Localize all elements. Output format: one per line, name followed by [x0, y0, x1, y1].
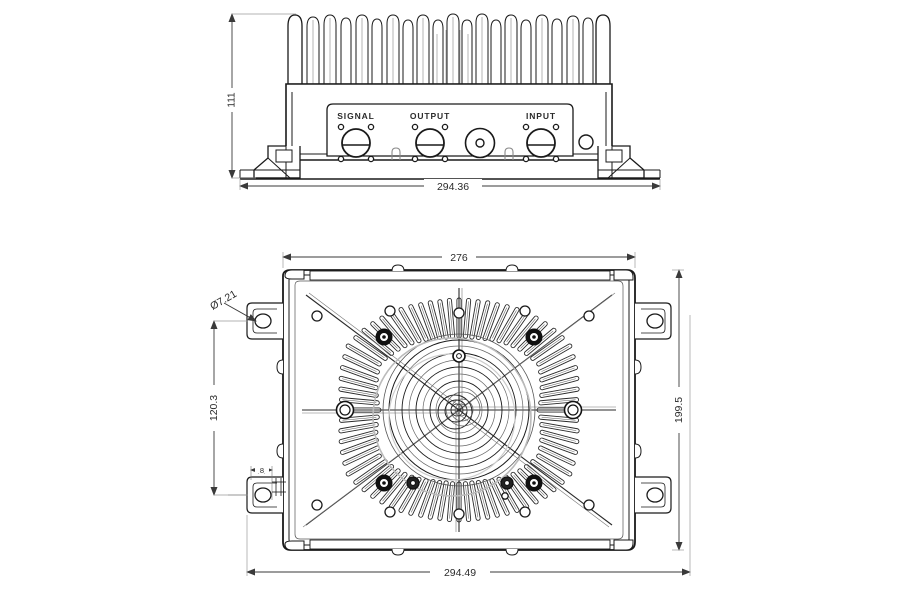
dim-label-bottom-right-height: 199.5 — [673, 397, 685, 423]
bottom-screw-bosses — [311, 305, 595, 520]
mount-tab-bottom-right — [635, 476, 672, 514]
front-connector-ports: SIGNAL OUTPUT — [337, 111, 594, 163]
dim-label-bottom-bottom-width: 294.49 — [444, 567, 476, 579]
dim-front-width: 294.36 — [239, 179, 661, 193]
front-mount-foot-right — [597, 145, 661, 179]
dim-front-height: 111 — [224, 13, 296, 179]
front-body-housing — [285, 83, 613, 161]
dim-bottom-right-height: 199.5 — [671, 269, 687, 551]
port-output: OUTPUT — [410, 111, 450, 163]
dim-bottom-bottom-width: 294.49 — [246, 315, 691, 579]
dim-label-bottom-left-height: 120.3 — [208, 395, 220, 421]
notch-right — [504, 147, 514, 160]
port-label-input: INPUT — [526, 111, 556, 121]
dim-label-front-height: 111 — [227, 92, 238, 108]
dim-label-bottom-top-width: 276 — [450, 252, 468, 264]
dim-label-front-width: 294.36 — [437, 181, 469, 193]
port-label-output: OUTPUT — [410, 111, 450, 121]
bottom-plan-view: 276 294.49 120.3 199.5 — [206, 249, 691, 579]
front-elevation-view: SIGNAL OUTPUT — [224, 13, 661, 193]
port-signal: SIGNAL — [337, 111, 375, 163]
notch-left — [391, 147, 401, 160]
front-heatsink-fins — [287, 13, 611, 85]
bottom-mounting-tabs — [246, 302, 672, 514]
dim-bottom-top-width: 276 — [282, 249, 636, 268]
mount-tab-top-left — [246, 302, 283, 340]
mount-tab-top-right — [635, 302, 672, 340]
port-label-signal: SIGNAL — [337, 111, 375, 121]
port-input: INPUT — [522, 111, 560, 163]
front-mount-foot-left — [239, 145, 301, 179]
bottom-center-hub — [372, 333, 536, 497]
port-vent — [464, 127, 496, 159]
mount-tab-bottom-left — [246, 476, 283, 514]
dim-tab-detail: 8 — [228, 463, 286, 500]
dim-label-tab-detail: 8 — [260, 466, 264, 475]
port-aux-hole — [578, 134, 594, 150]
